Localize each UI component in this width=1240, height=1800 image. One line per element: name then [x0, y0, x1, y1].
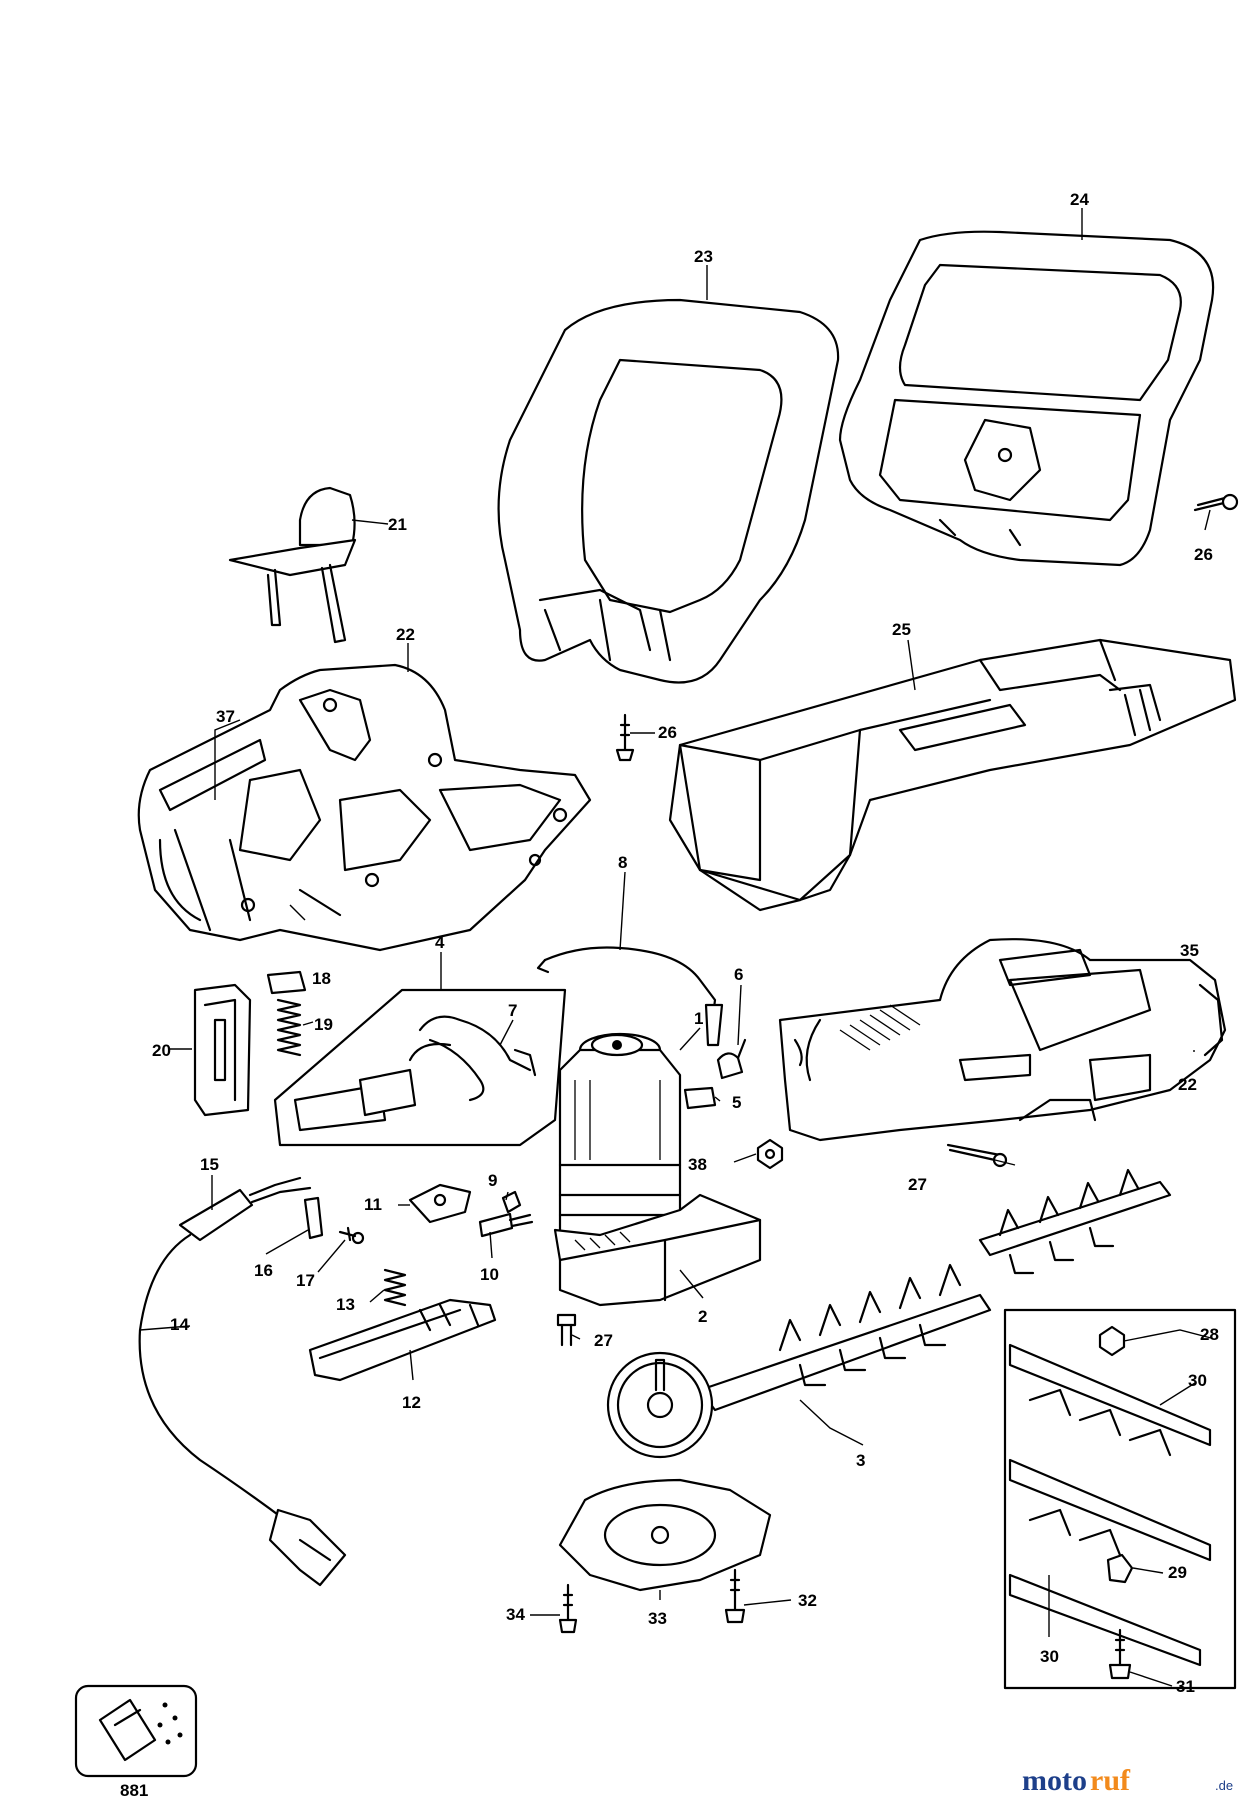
leader-lines — [139, 208, 1212, 1687]
label-16: 16 — [254, 1261, 273, 1280]
watermark: moto ruf .de — [1022, 1764, 1233, 1797]
part-nut-38 — [756, 1138, 784, 1170]
label-6: 6 — [734, 965, 743, 984]
label-4: 4 — [435, 933, 445, 952]
part-right-housing-half — [778, 938, 1227, 1142]
label-30-lower: 30 — [1040, 1647, 1059, 1666]
label-11: 11 — [364, 1195, 382, 1214]
part-rear-handle-frame — [838, 230, 1215, 567]
part-gearbox-base — [553, 1193, 762, 1307]
inset-blade-detail — [1003, 1308, 1237, 1690]
label-10: 10 — [480, 1265, 499, 1284]
part-screw-27-lower — [556, 1313, 577, 1347]
label-37: 37 — [216, 707, 235, 726]
label-19: 19 — [314, 1015, 333, 1034]
label-23: 23 — [694, 247, 713, 266]
label-1: 1 — [694, 1009, 703, 1028]
label-32: 32 — [798, 1591, 817, 1610]
part-carbon-brush-5 — [683, 1086, 717, 1110]
label-31: 31 — [1176, 1677, 1195, 1696]
label-26-right: 26 — [1194, 545, 1213, 564]
label-881: 881 — [120, 1781, 148, 1800]
label-29: 29 — [1168, 1563, 1187, 1582]
callout-labels: 23 24 21 22 37 25 26 26 35 22 8 4 18 19 … — [120, 190, 1219, 1800]
part-clip-16 — [303, 1196, 324, 1240]
label-12: 12 — [402, 1393, 421, 1412]
part-spring-13 — [383, 1268, 407, 1307]
label-22-left: 22 — [396, 625, 415, 644]
label-24: 24 — [1070, 190, 1089, 209]
part-screw-27-right — [946, 1143, 1008, 1168]
part-power-cord — [138, 1176, 347, 1587]
part-front-handle — [497, 298, 840, 684]
label-17: 17 — [296, 1271, 315, 1290]
label-20: 20 — [152, 1041, 171, 1060]
label-22-right: 22 — [1178, 1075, 1197, 1094]
watermark-suffix: .de — [1215, 1778, 1233, 1793]
part-gear-cover-33 — [558, 1478, 772, 1592]
label-34: 34 — [506, 1605, 525, 1624]
part-blade-assembly — [606, 1263, 992, 1459]
part-screw-17 — [338, 1226, 365, 1245]
part-upper-blade — [978, 1168, 1172, 1275]
label-2: 2 — [698, 1307, 707, 1326]
part-brush-spring-6 — [716, 1038, 747, 1080]
label-26-lower: 26 — [658, 723, 677, 742]
part-switch-slide-12 — [308, 1298, 497, 1382]
part-motor — [558, 1032, 682, 1242]
label-18: 18 — [312, 969, 331, 988]
watermark-part2: ruf — [1090, 1764, 1131, 1797]
label-14: 14 — [170, 1315, 189, 1334]
part-cord-clamp-11 — [408, 1183, 472, 1224]
part-switch-assembly — [273, 988, 567, 1147]
label-3: 3 — [856, 1451, 865, 1470]
part-bearing-9 — [501, 1190, 522, 1214]
label-38: 38 — [688, 1155, 707, 1174]
part-screw-32 — [724, 1568, 746, 1624]
label-7: 7 — [508, 1001, 517, 1020]
label-8: 8 — [618, 853, 627, 872]
label-35: 35 — [1180, 941, 1199, 960]
label-5: 5 — [732, 1093, 741, 1112]
label-21: 21 — [388, 515, 407, 534]
part-lock-slide-20 — [193, 983, 252, 1117]
part-trigger — [228, 486, 357, 644]
part-lock-button-18 — [266, 970, 307, 995]
part-screw-26-right — [1193, 493, 1239, 512]
part-lead-wire — [536, 946, 724, 1047]
label-33: 33 — [648, 1609, 667, 1628]
part-blade-shroud — [668, 638, 1237, 912]
label-9: 9 — [488, 1171, 497, 1190]
part-screw-10 — [478, 1212, 534, 1238]
label-27-lower: 27 — [594, 1331, 613, 1350]
part-spring-19 — [276, 998, 302, 1057]
label-13: 13 — [336, 1295, 355, 1314]
label-25: 25 — [892, 620, 911, 639]
label-15: 15 — [200, 1155, 219, 1174]
watermark-part1: moto — [1022, 1764, 1087, 1797]
label-30-upper: 30 — [1188, 1371, 1207, 1390]
label-27-right: 27 — [908, 1175, 927, 1194]
part-left-housing-half — [137, 663, 592, 952]
water-warning-icon — [74, 1684, 198, 1778]
part-screw-26-left — [615, 713, 635, 762]
part-screw-34 — [558, 1583, 578, 1634]
label-28: 28 — [1200, 1325, 1219, 1344]
